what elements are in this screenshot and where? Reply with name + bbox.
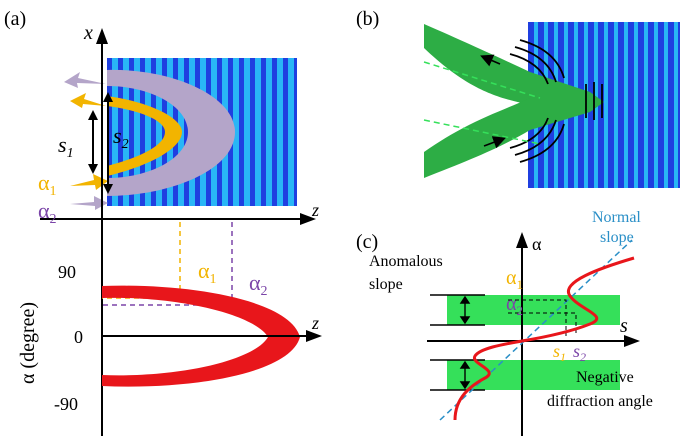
beam-overlap (530, 72, 604, 130)
s1-label-c: s1 (553, 341, 566, 364)
direction-arrow-in (483, 136, 506, 149)
alpha1-label-a: α1 (38, 170, 57, 199)
s-measurements: s1 s2 (58, 92, 129, 194)
wavefront (514, 119, 557, 156)
normal-slope-line (439, 239, 633, 421)
s1-arrow-top (88, 110, 98, 120)
tick-minus-90: -90 (54, 394, 78, 414)
arrow-out-gold (70, 93, 106, 108)
axis-alpha-label: α (degree) (17, 302, 39, 384)
beam-arrows-a (64, 72, 108, 210)
alpha2-label-c: α2 (506, 293, 523, 318)
beam-upper (424, 24, 530, 105)
wavefront (514, 46, 557, 83)
anomalous-slope-label-1: Anomalous (369, 253, 443, 270)
tick-0: 0 (74, 327, 83, 347)
direction-arrow-out (480, 54, 501, 67)
guide-alpha2 (508, 312, 577, 336)
axis-s-c-arrowhead (624, 335, 640, 347)
beam-lower (424, 98, 530, 178)
arrow-in-lavender (70, 196, 108, 210)
panel-c: (c) α s Normal (356, 209, 653, 436)
guide-alpha1 (508, 299, 567, 336)
s1-arrow-bottom (88, 164, 98, 174)
crescent-alpha1 (107, 96, 182, 176)
arrow-out-lavender (64, 72, 106, 88)
axis-z-bottom-label: z (311, 313, 319, 333)
s2-label: s2 (113, 123, 129, 152)
wavefronts (509, 39, 603, 163)
wavefront (509, 117, 549, 149)
alpha1-label-c: α1 (506, 267, 523, 292)
panel-b-label: (b) (356, 8, 379, 30)
axis-x-arrowhead (96, 28, 108, 44)
alpha2-label-a: α2 (38, 198, 57, 227)
s1-label: s1 (58, 132, 74, 161)
normal-slope-label-1: Normal (592, 209, 641, 226)
red-crescent (102, 285, 300, 387)
alpha1-label-lower: α1 (198, 258, 217, 287)
dashed-ray-upper (423, 61, 541, 99)
anomalous-slope-label-2: slope (369, 276, 403, 293)
panel-b: (b) (356, 8, 680, 188)
arrow-in-gold (70, 174, 108, 190)
negative-angle-label-2: diffraction angle (547, 393, 653, 410)
band-upper (447, 295, 620, 325)
panel-a: (a) x z s1 s2 (4, 8, 322, 436)
axis-z-top-label: z (311, 200, 319, 220)
axis-alpha-c-arrowhead (516, 232, 528, 248)
axis-alpha-c-label: α (532, 234, 542, 254)
s2-arrow-bottom (103, 184, 113, 194)
normal-slope-label-2: slope (600, 229, 634, 246)
s2-arrow-top (103, 92, 113, 102)
axis-z-top-arrowhead (300, 213, 316, 225)
alpha2-label-lower: α2 (249, 270, 268, 299)
negative-angle-label-1: Negative (576, 369, 634, 386)
axis-z-bottom-arrowhead (306, 330, 322, 342)
wavefront (519, 123, 565, 163)
dispersion-curve (453, 256, 635, 421)
wavefront (519, 39, 565, 79)
axis-x-label: x (83, 22, 93, 44)
axis-s-c-label: s (620, 315, 628, 337)
panel-c-label: (c) (356, 231, 378, 253)
tick-90: 90 (58, 262, 76, 282)
panel-a-label: (a) (4, 8, 26, 30)
wavefront (509, 53, 549, 85)
crescent-alpha2 (107, 69, 235, 196)
s2-label-c: s2 (573, 341, 586, 364)
